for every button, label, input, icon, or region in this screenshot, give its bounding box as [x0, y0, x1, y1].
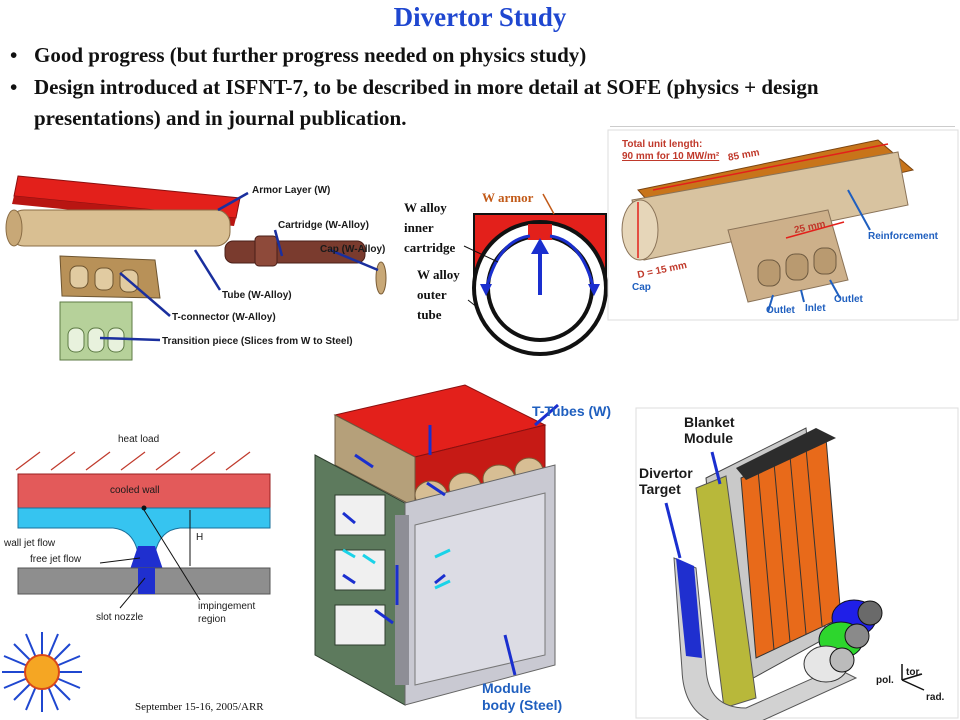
label-module-body: Module body (Steel) — [482, 680, 563, 713]
label-total-length: Total unit length: 90 mm for 10 MW/m² — [622, 139, 720, 162]
label-inner-cartridge: W alloy inner cartridge — [404, 200, 456, 255]
t-tube-module-drawing — [314, 384, 559, 706]
blanket-module-drawing — [635, 407, 959, 720]
label-reinforcement: Reinforcement — [868, 231, 939, 242]
label-armor-layer: Armor Layer (W) — [252, 185, 331, 196]
label-tor: tor. — [906, 667, 922, 678]
label-pol: pol. — [876, 675, 894, 686]
cross-section-drawing — [463, 193, 608, 356]
bullet-list: •Good progress (but further progress nee… — [10, 40, 950, 135]
bullet-item-design: •Design introduced at ISFNT-7, to be des… — [10, 72, 950, 134]
slide-title: Divertor Study — [393, 2, 567, 32]
label-h: H — [196, 532, 204, 543]
label-inlet: Inlet — [805, 303, 826, 314]
label-wall-jet-flow: wall jet flow — [4, 538, 56, 549]
label-t-tubes: T-Tubes (W) — [532, 403, 612, 419]
label-tube: Tube (W-Alloy) — [222, 290, 292, 301]
label-cap-unit: Cap — [632, 282, 651, 293]
label-outer-tube: W alloy outer tube — [417, 267, 460, 322]
label-heat-load: heat load — [118, 434, 160, 445]
bullet-item-progress: •Good progress (but further progress nee… — [10, 40, 950, 71]
label-cap: Cap (W-Alloy) — [320, 244, 386, 255]
divider — [610, 126, 955, 127]
label-free-jet-flow: free jet flow — [30, 554, 82, 565]
label-cooled-wall: cooled wall — [110, 485, 160, 496]
sun-logo — [2, 632, 82, 712]
label-outlet-right: Outlet — [834, 294, 863, 305]
label-impingement-region: impingement region — [198, 601, 256, 625]
jet-impingement-diagram — [15, 451, 271, 609]
unit-assembly-drawing — [607, 129, 959, 321]
label-slot-nozzle: slot nozzle — [96, 612, 144, 623]
bullet-dot: • — [10, 75, 18, 99]
label-t-connector: T-connector (W-Alloy) — [172, 312, 276, 323]
label-w-armor: W armor — [482, 190, 534, 205]
bullet-dot: • — [10, 43, 18, 67]
label-transition-piece: Transition piece (Slices from W to Steel… — [162, 336, 353, 347]
footer-date: September 15-16, 2005/ARR — [135, 701, 264, 713]
label-outlet-left: Outlet — [766, 305, 795, 316]
label-divertor-target: Divertor Target — [639, 465, 693, 497]
label-rad: rad. — [926, 692, 945, 703]
label-cartridge: Cartridge (W-Alloy) — [278, 220, 369, 231]
exploded-view-drawing — [5, 175, 387, 361]
label-blanket-module: Blanket Module — [684, 414, 735, 446]
